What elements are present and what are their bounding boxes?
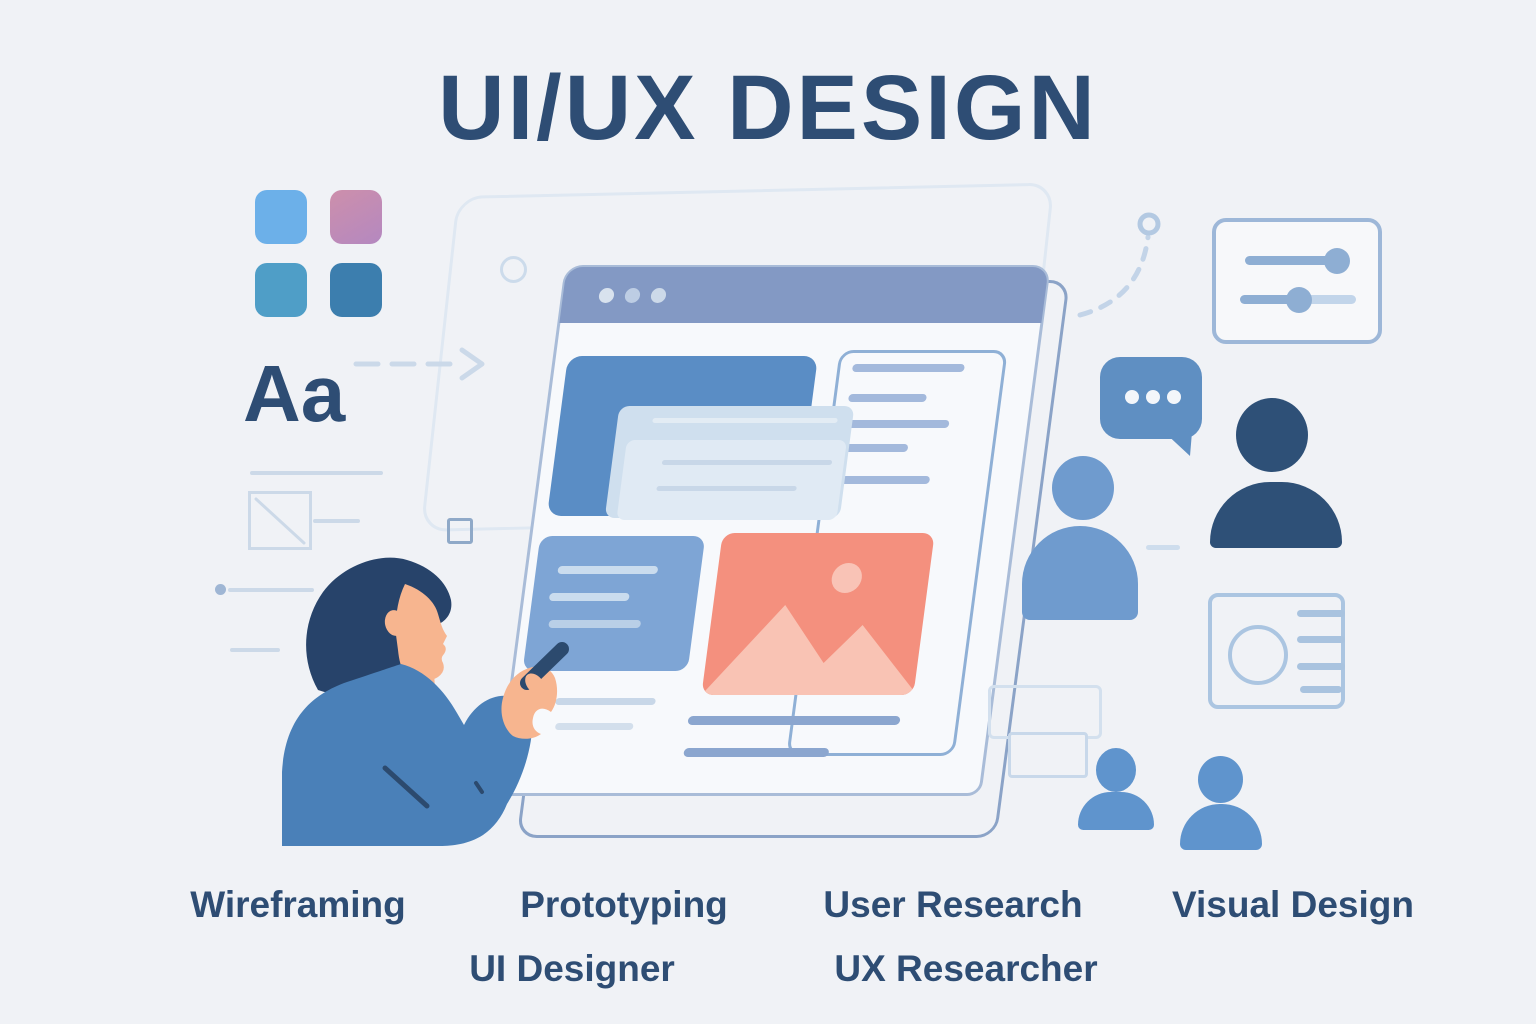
- label-ux-researcher: UX Researcher: [834, 948, 1098, 989]
- page-title: UI/UX DESIGN: [438, 57, 1098, 159]
- text-line: [1300, 686, 1342, 693]
- window-dot-icon: [649, 288, 667, 303]
- dashed-path-icon: [1077, 212, 1161, 318]
- background-circle-outline: [500, 256, 527, 283]
- person-head: [1236, 398, 1308, 472]
- sketch-line: [230, 648, 280, 652]
- text-line: [837, 476, 931, 484]
- swatch-pink-purple: [330, 190, 382, 244]
- swatch-dark-blue: [330, 263, 382, 317]
- sketch-line: [228, 588, 314, 592]
- background-small-square: [447, 518, 473, 544]
- label-ui-designer: UI Designer: [469, 948, 675, 989]
- slider-track: [1245, 256, 1337, 265]
- window-dot-icon: [623, 288, 641, 303]
- sketch-box-diagonal: [254, 497, 306, 545]
- arrow-icon: [353, 347, 485, 381]
- ear: [384, 610, 406, 636]
- person-body: [1210, 482, 1342, 548]
- text-line: [652, 418, 838, 423]
- profile-card-circle: [1228, 625, 1288, 685]
- sketch-line: [250, 471, 383, 475]
- face: [395, 584, 447, 682]
- chat-bubble-tail: [1162, 430, 1192, 456]
- sliders-panel-icon: [1212, 218, 1382, 344]
- text-line: [1297, 636, 1345, 643]
- browser-titlebar: [559, 267, 1049, 323]
- sketch-line: [313, 519, 360, 523]
- person-body: [1078, 792, 1154, 830]
- text-line: [687, 716, 901, 725]
- mountains-sun-graphic: [701, 563, 914, 695]
- text-line: [844, 420, 950, 428]
- text-line: [1297, 610, 1345, 617]
- profile-card-frame: [1208, 593, 1345, 709]
- typography-sample: Aa: [243, 349, 346, 438]
- sweater: [282, 664, 533, 846]
- chat-dot: [1125, 390, 1139, 404]
- sketch-dot: [215, 584, 226, 595]
- designer-illustration: [282, 557, 569, 846]
- sketch-line: [1146, 545, 1180, 550]
- sweater-fold: [382, 765, 430, 809]
- slider-track: [1240, 295, 1302, 304]
- sweater-fold: [474, 781, 484, 794]
- thumb: [525, 673, 545, 695]
- slider-knob: [1286, 287, 1312, 313]
- text-line: [656, 486, 797, 491]
- person-body: [1022, 526, 1138, 620]
- ghost-rectangle: [1008, 732, 1088, 778]
- image-placeholder-icon: [701, 533, 935, 695]
- layer-card-light: [616, 440, 847, 520]
- browser-window: [495, 265, 1051, 796]
- ghost-rectangle: [988, 685, 1102, 739]
- text-line: [1297, 663, 1345, 670]
- slider-track-light: [1300, 295, 1356, 304]
- text-line: [661, 460, 833, 465]
- person-head: [1052, 456, 1114, 520]
- person-head: [1096, 748, 1136, 792]
- person-body: [1180, 804, 1262, 850]
- text-line: [851, 364, 965, 372]
- label-wireframing: Wireframing: [190, 884, 406, 925]
- chat-dot: [1146, 390, 1160, 404]
- text-line: [841, 444, 909, 452]
- chat-dot: [1167, 390, 1181, 404]
- swatch-light-blue: [255, 190, 307, 244]
- label-user-research: User Research: [823, 884, 1083, 925]
- sketch-box: [248, 491, 312, 550]
- window-dot-icon: [597, 288, 615, 303]
- slider-knob: [1324, 248, 1350, 274]
- label-visual-design: Visual Design: [1172, 884, 1414, 925]
- label-prototyping: Prototyping: [520, 884, 728, 925]
- text-line: [847, 394, 928, 402]
- person-head: [1198, 756, 1243, 803]
- swatch-teal-blue: [255, 263, 307, 317]
- chat-bubble-icon: [1100, 357, 1202, 439]
- text-line: [683, 748, 830, 757]
